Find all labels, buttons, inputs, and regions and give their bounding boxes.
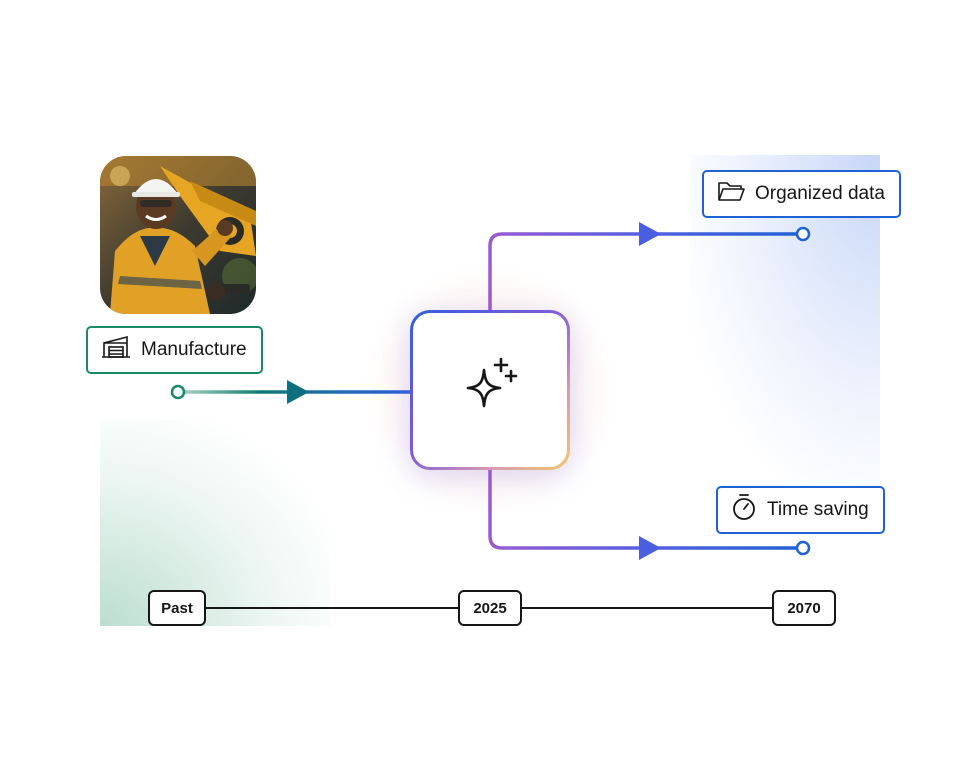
output-connector-top	[488, 222, 811, 312]
ai-sparkle-icon	[458, 356, 522, 425]
top-arrowhead	[639, 222, 661, 246]
organized-data-tag: Organized data	[702, 170, 901, 218]
factory-icon	[101, 335, 131, 365]
timeline-2025: 2025	[458, 590, 522, 626]
input-arrowhead	[287, 380, 309, 404]
timeline-2070: 2070	[772, 590, 836, 626]
bottom-end-node	[795, 540, 811, 556]
timeline-past: Past	[148, 590, 206, 626]
ai-hub-box	[410, 310, 570, 470]
manufacture-tag: Manufacture	[86, 326, 263, 374]
background-glow-green	[100, 420, 330, 626]
manufacture-label: Manufacture	[141, 339, 247, 360]
bottom-arrowhead	[639, 536, 661, 560]
worker-photo	[100, 156, 256, 314]
folder-icon	[717, 180, 745, 208]
organized-data-label: Organized data	[755, 183, 885, 204]
time-saving-tag: Time saving	[716, 486, 885, 534]
input-connector	[170, 380, 412, 404]
time-saving-label: Time saving	[767, 499, 869, 520]
top-end-node	[795, 226, 811, 242]
stopwatch-icon	[731, 493, 757, 527]
input-node	[170, 384, 186, 400]
output-connector-bottom	[488, 468, 811, 560]
